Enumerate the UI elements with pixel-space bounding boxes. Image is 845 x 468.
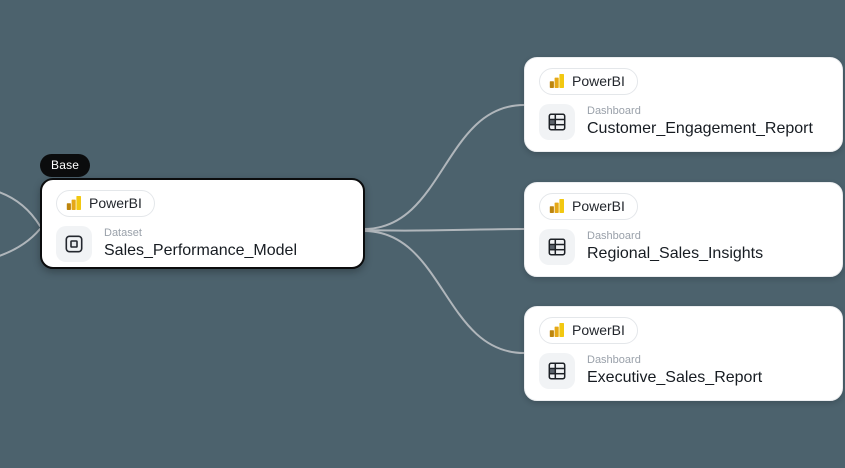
dashboard-icon-tile xyxy=(539,352,575,389)
powerbi-connector-chip: PowerBI xyxy=(539,193,638,220)
dashboard-icon-tile xyxy=(539,103,575,140)
base-node-card[interactable]: Base PowerBI Dataset Sales_Performance_M… xyxy=(40,154,365,269)
edge-to-regional-sales-insights xyxy=(363,228,525,232)
dashboard-icon xyxy=(548,238,566,256)
asset-type-label: Dashboard xyxy=(587,353,641,366)
connector-label: PowerBI xyxy=(89,195,142,211)
asset-title: Executive_Sales_Report xyxy=(587,368,763,386)
asset-type-label: Dashboard xyxy=(587,104,641,117)
dashboard-icon xyxy=(548,113,566,131)
asset-row: Dashboard Executive_Sales_Report xyxy=(539,352,828,389)
asset-text: Dashboard Customer_Engagement_Report xyxy=(587,105,813,139)
edge-to-executive-sales-report xyxy=(363,230,525,354)
asset-text: Dashboard Regional_Sales_Insights xyxy=(587,230,763,264)
connector-label: PowerBI xyxy=(572,73,625,89)
downstream-node-executive-sales-report[interactable]: PowerBI Dashboard Executive_Sales_Report xyxy=(524,306,843,401)
dataset-icon xyxy=(65,235,83,253)
asset-title: Regional_Sales_Insights xyxy=(587,244,764,262)
edge-upstream-top xyxy=(0,191,41,227)
powerbi-icon xyxy=(549,323,564,338)
asset-text: Dashboard Executive_Sales_Report xyxy=(587,354,762,388)
downstream-node-customer-engagement-report[interactable]: PowerBI Dashboard Customer_Engagement_Re… xyxy=(524,57,843,152)
connector-label: PowerBI xyxy=(572,198,625,214)
connector-label: PowerBI xyxy=(572,322,625,338)
asset-row: Dashboard Customer_Engagement_Report xyxy=(539,103,828,140)
powerbi-connector-chip: PowerBI xyxy=(539,317,638,344)
powerbi-icon xyxy=(549,74,564,89)
powerbi-icon xyxy=(549,199,564,214)
asset-title: Sales_Performance_Model xyxy=(104,241,297,259)
base-badge: Base xyxy=(40,154,91,177)
dashboard-icon xyxy=(548,362,566,380)
asset-type-label: Dataset xyxy=(104,226,142,239)
powerbi-connector-chip: PowerBI xyxy=(56,190,155,217)
powerbi-connector-chip: PowerBI xyxy=(539,68,638,95)
edge-to-customer-engagement-report xyxy=(363,104,525,230)
asset-row: Dataset Sales_Performance_Model xyxy=(56,225,349,262)
powerbi-icon xyxy=(66,196,81,211)
downstream-node-regional-sales-insights[interactable]: PowerBI Dashboard Regional_Sales_Insight… xyxy=(524,182,843,277)
asset-row: Dashboard Regional_Sales_Insights xyxy=(539,228,828,265)
asset-text: Dataset Sales_Performance_Model xyxy=(104,227,297,261)
dataset-icon-tile xyxy=(56,225,92,262)
dashboard-icon-tile xyxy=(539,228,575,265)
edge-upstream-bottom xyxy=(0,228,41,257)
asset-type-label: Dashboard xyxy=(587,229,641,242)
asset-title: Customer_Engagement_Report xyxy=(587,119,813,137)
